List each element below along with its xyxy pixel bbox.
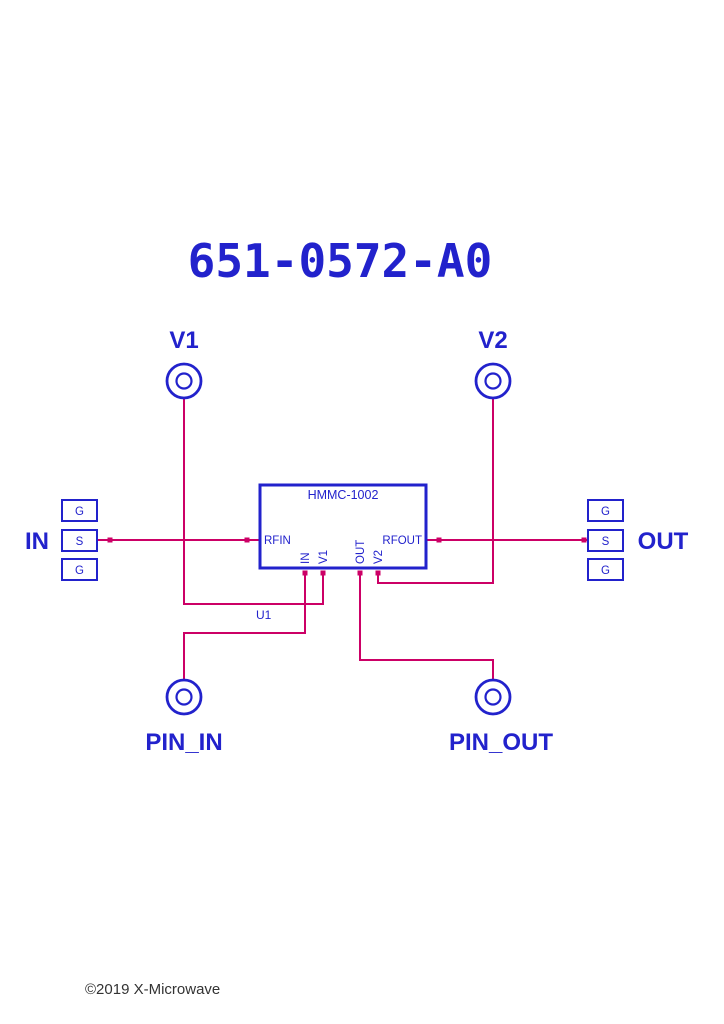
port-label-pin-in: PIN_IN <box>145 729 222 756</box>
port-symbol-v2 <box>474 362 512 400</box>
pad-right-ground-bottom: G <box>587 558 624 581</box>
junction-dot <box>302 570 308 576</box>
port-inner-ring <box>484 688 502 706</box>
port-outer-ring <box>165 362 203 400</box>
pad-label: G <box>75 565 84 577</box>
pad-label: S <box>76 536 84 548</box>
port-label-v2: V2 <box>478 327 507 354</box>
pad-rect <box>61 529 98 552</box>
pad-rect <box>587 529 624 552</box>
junction-dot <box>320 570 326 576</box>
junction-dot <box>244 537 250 543</box>
pad-label: G <box>601 565 610 577</box>
wire-pin-out <box>359 571 494 680</box>
pin-label-v2: V2 <box>373 550 385 564</box>
port-outer-ring <box>474 362 512 400</box>
pad-left-signal: S <box>61 529 98 552</box>
pin-label-out: OUT <box>355 540 367 564</box>
pad-label: S <box>602 536 610 548</box>
pad-rect <box>587 499 624 522</box>
junction-dot <box>436 537 442 543</box>
port-inner-ring <box>175 372 193 390</box>
pad-right-ground-top: G <box>587 499 624 522</box>
component-refdes: U1 <box>256 608 272 622</box>
port-label-v1: V1 <box>169 327 198 354</box>
port-outer-ring <box>165 678 203 716</box>
pad-right-signal: S <box>587 529 624 552</box>
junction-dot <box>375 570 381 576</box>
port-outer-ring <box>474 678 512 716</box>
pad-left-ground-bottom: G <box>61 558 98 581</box>
port-inner-ring <box>484 372 502 390</box>
wire-v1 <box>183 398 324 605</box>
wire-pin-in <box>183 571 306 680</box>
junction-dot <box>357 570 363 576</box>
pin-label-v1: V1 <box>318 550 330 564</box>
pin-label-rfout: RFOUT <box>382 535 422 547</box>
component-part-number: HMMC-1002 <box>308 488 379 502</box>
port-symbol-v1 <box>165 362 203 400</box>
io-label-out: OUT <box>638 528 689 555</box>
pin-label-rfin: RFIN <box>264 535 291 547</box>
io-label-in: IN <box>25 528 49 555</box>
port-inner-ring <box>175 688 193 706</box>
port-symbol-pin-out <box>474 678 512 716</box>
pad-rect <box>61 499 98 522</box>
port-symbol-pin-in <box>165 678 203 716</box>
schematic-title: 651-0572-A0 <box>188 234 493 288</box>
pad-label: G <box>75 506 84 518</box>
pad-label: G <box>601 506 610 518</box>
pad-rect <box>587 558 624 581</box>
copyright-notice: ©2019 X-Microwave <box>85 981 220 998</box>
pad-left-ground-top: G <box>61 499 98 522</box>
junction-dot <box>581 537 587 543</box>
component-u1: HMMC-1002 RFIN RFOUT IN V1 OUT V2 U1 <box>256 483 428 622</box>
component-body <box>258 483 428 570</box>
junction-dot <box>107 537 113 543</box>
pad-rect <box>61 558 98 581</box>
pin-label-in: IN <box>300 553 312 565</box>
wire-v2 <box>377 398 494 584</box>
port-label-pin-out: PIN_OUT <box>449 729 553 756</box>
